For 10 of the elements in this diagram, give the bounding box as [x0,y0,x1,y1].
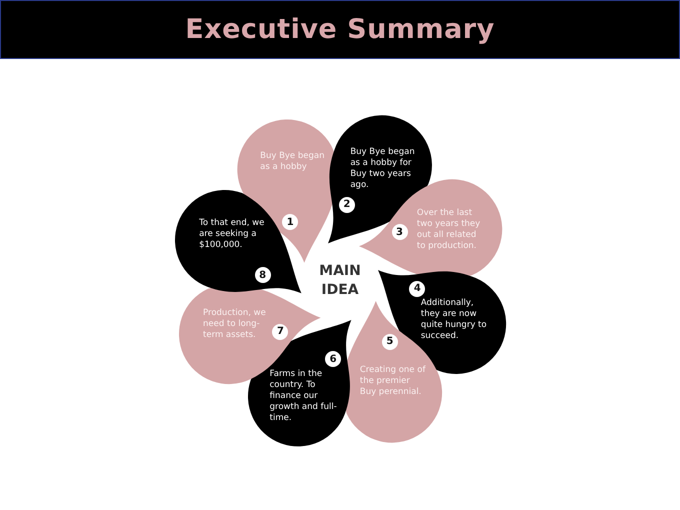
petal-text: Production, we need to long-term assets. [203,308,267,341]
petal-text: Additionally, they are now quite hungry to succeed. [420,298,488,343]
main-idea-label: MAIN IDEA [300,262,380,300]
petal-text: Farms in the country. To finance our growth and full-time. [270,368,338,424]
petal-text: Buy Bye began as a hobby [260,151,326,174]
petal-text: To that end, we are seeking a $100,000. [199,218,266,251]
title: Executive Summary [185,14,495,45]
petal-text: Buy Bye began as a hobby for Buy two years ago. [350,147,416,192]
petal-text: Over the last two years they out all related to production. [416,208,482,252]
petal-text: Creating one of the premier Buy perennial. [360,364,427,398]
